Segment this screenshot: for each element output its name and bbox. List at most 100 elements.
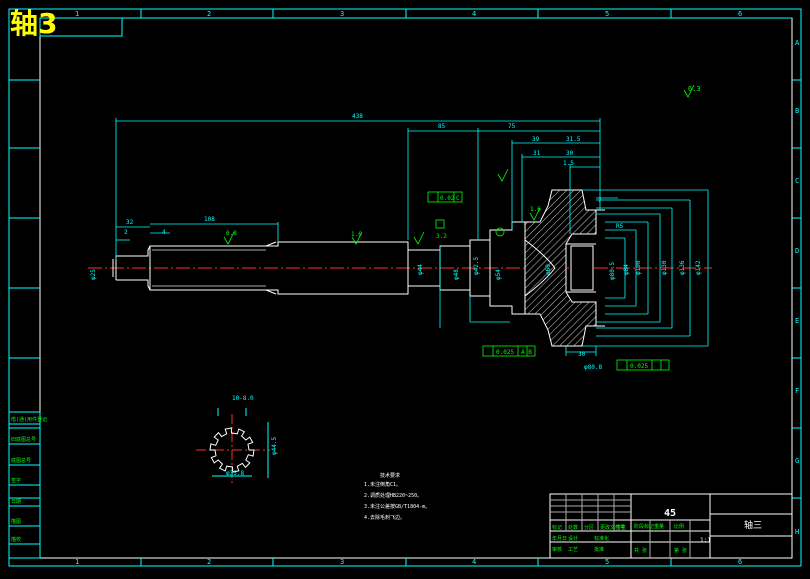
dim-label-datum-ab: A B (521, 349, 532, 356)
side-table-cell: 日期 (11, 499, 21, 505)
dim-label-ra16b: 1.6 (530, 206, 541, 213)
drawing-title: 轴3 (10, 7, 58, 40)
dim-label-d30: 30 (566, 150, 574, 157)
dim-label-dia10: φ136 (679, 260, 686, 275)
tech-line-1: 1.未注倒角C1。 (364, 481, 401, 488)
dim-label-gtol3: 0.025 (630, 363, 648, 370)
dim-label-d85: 85 (438, 123, 446, 130)
zone-col-label-top: 3 (340, 10, 344, 18)
dim-label-ra32: 3.2 (436, 233, 447, 240)
dim-label-d75: 75 (508, 123, 516, 130)
title-block-cell: 设计 (568, 535, 578, 542)
zone-col-label-bottom: 6 (738, 558, 742, 566)
dim-label-d39: 39 (532, 136, 540, 143)
title-block-cell: 处数 (568, 524, 578, 531)
dim-label-dia4: φ54 (495, 269, 502, 280)
zone-col-label-top: 6 (738, 10, 742, 18)
dim-label-ra08: 0.8 (226, 230, 237, 237)
title-block-cell: 工艺 (568, 547, 578, 553)
surface-roughness-marks (223, 84, 695, 245)
title-block-cell: 阶段标记 (634, 523, 654, 530)
title-block-cell: 年月日 (552, 535, 567, 542)
dim-label-datum-c: C (456, 195, 460, 202)
side-table-cell: 签字 (11, 477, 21, 484)
dim-label-d32: 32 (126, 219, 134, 226)
side-table-cell: 描校 (11, 536, 21, 543)
dim-label-dia3: φ44 (417, 264, 424, 275)
tolerance-frames (427, 191, 670, 371)
dim-label-dia6: φ80.5 (609, 262, 616, 280)
title-block-cell: 标记 (552, 524, 562, 531)
zone-col-label-bottom: 3 (340, 558, 344, 566)
tech-line-4: 4.去除毛刺飞边。 (364, 514, 405, 521)
flange-section (524, 189, 605, 347)
zone-col-label-top: 5 (605, 10, 609, 18)
tech-line-2: 2.调质处理HB220~250。 (364, 492, 422, 499)
title-block-cell: 签名 (616, 524, 626, 531)
zone-col-label-top: 4 (472, 10, 476, 18)
title-block-cell: 第 张 (674, 547, 687, 554)
zone-col-label-bottom: 2 (207, 558, 211, 566)
dim-label-ra16: 1.6 (351, 231, 362, 238)
dim-label-dia1: φ25 (90, 269, 97, 280)
dim-label-dia11: φ142 (695, 260, 702, 275)
zone-col-label-bottom: 5 (605, 558, 609, 566)
dim-label-dia5: φ60 (545, 264, 552, 275)
title-block-cell: 重量 (654, 523, 664, 530)
zone-col-label-bottom: 1 (75, 558, 79, 566)
zone-row-label: D (795, 247, 799, 255)
title-block-cell: 审核 (552, 546, 562, 553)
dim-label-spline-label: 10-8.0 (232, 395, 254, 402)
side-table-cell: 描图 (11, 518, 21, 525)
part-name-label: 轴三 (744, 519, 762, 531)
zone-col-label-top: 1 (75, 10, 79, 18)
roughness-corner-value: 6.3 (688, 85, 701, 93)
dim-label-r15: R5 (616, 223, 624, 230)
zone-row-label: G (795, 457, 799, 465)
dim-label-dia7: φ84 (623, 264, 630, 275)
zone-col-label-top: 2 (207, 10, 211, 18)
zone-row-label: A (795, 39, 800, 47)
dim-label-d2: 2 (124, 229, 128, 236)
scale-label: 1:1 (700, 537, 711, 544)
zone-row-label: F (795, 387, 799, 395)
zone-row-label: C (795, 177, 799, 185)
side-table-cell: 借(通)用件登记 (11, 416, 47, 423)
zone-row-label: E (795, 317, 799, 325)
zone-row-label: B (795, 107, 799, 115)
dim-label-gtol1: 0.02 (440, 195, 455, 202)
dim-label-d31-5: 31.5 (566, 136, 581, 143)
zone-col-label-bottom: 4 (472, 558, 476, 566)
dim-label-d1-5: 1.5 (563, 160, 574, 167)
dim-label-dia8: φ100 (635, 260, 642, 275)
dim-label-gtol2: 0.025 (496, 349, 514, 356)
outer-border (8, 8, 802, 567)
dim-label-d4: 4 (162, 229, 166, 236)
spline-section-view (196, 408, 270, 486)
title-block-cell: 批准 (594, 546, 604, 553)
side-table-cell: 旧底图总号 (11, 436, 36, 443)
title-block-cell: 分区 (584, 524, 594, 531)
dimension-lines (115, 118, 709, 356)
dim-label-dia2: φ42.5 (473, 257, 480, 275)
tech-line-3: 3.未注公差按GB/T1804-m。 (364, 503, 430, 510)
dim-label-dia9: φ130 (661, 260, 668, 275)
material-label: 45 (664, 508, 676, 519)
title-block-cell: 标准化 (594, 535, 609, 542)
dim-label-d7: 7 (598, 197, 602, 204)
side-table-cell: 底图总号 (11, 457, 31, 464)
tech-title: 技术要求 (380, 472, 400, 479)
title-block-cell: 比例 (674, 523, 684, 530)
dim-label-bore: φ80.8 (584, 364, 602, 371)
title-tag-box (39, 17, 123, 37)
dim-label-spline-d2: φ35.8 (226, 470, 244, 477)
technical-requirements: 技术要求 1.未注倒角C1。 2.调质处理HB220~250。 3.未注公差按G… (364, 472, 430, 521)
title-block-cell: 共 张 (634, 547, 647, 554)
dim-label-spline-d1: φ44.5 (271, 437, 278, 455)
dim-label-overall: 438 (352, 113, 363, 120)
